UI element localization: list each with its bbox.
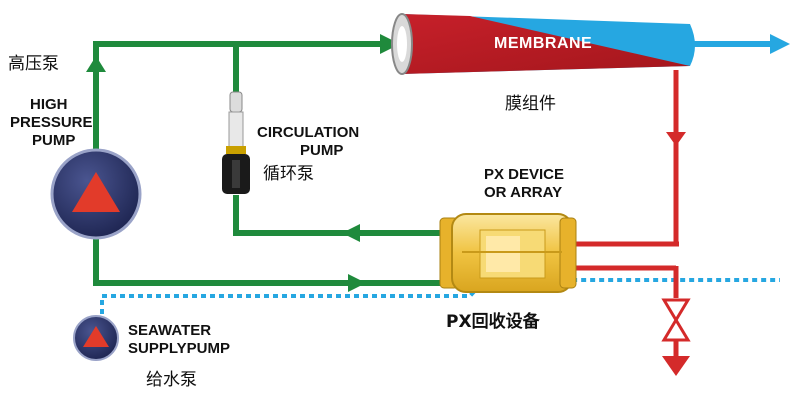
seawater-pump-label-line1: SEAWATER — [128, 322, 212, 339]
high-pressure-pump-label-line1: HIGH — [30, 96, 68, 113]
arrow-right-icon — [348, 274, 366, 292]
arrow-down-icon — [666, 132, 686, 146]
high-pressure-pump-label-cn: 高压泵 — [8, 54, 59, 74]
arrow-right-icon — [380, 34, 400, 54]
high-pressure-pump-label-line2: PRESSURE — [10, 114, 93, 131]
arrow-up-icon — [86, 56, 106, 72]
arrow-down-icon — [662, 356, 690, 376]
high-pressure-pump-label-line3: PUMP — [32, 132, 76, 149]
circulation-pump-label-line1: CIRCULATION — [257, 124, 360, 141]
membrane-label: MEMBRANE — [494, 35, 593, 52]
circulation-pump-label-cn: 循环泵 — [263, 164, 314, 184]
membrane-icon — [391, 13, 695, 75]
red-piping — [572, 70, 679, 360]
circulation-pump-label-line2: PUMP — [300, 142, 344, 159]
arrow-left-icon — [342, 224, 360, 242]
seawater-pump-label-line2: SUPPLYPUMP — [128, 340, 230, 357]
px-device-label-cn: PX回收设备 — [446, 312, 540, 332]
px-device-label-line2: OR ARRAY — [484, 184, 563, 201]
px-device-label-line1: PX DEVICE — [484, 166, 565, 183]
high-pressure-pump-icon — [50, 148, 142, 240]
seawater-supply-pump-icon — [73, 315, 119, 361]
seawater-pump-label-cn: 给水泵 — [146, 370, 197, 390]
arrow-right-icon — [770, 34, 790, 54]
px-device-icon — [439, 213, 577, 293]
valve-icon — [661, 298, 691, 342]
membrane-label-cn: 膜组件 — [505, 94, 556, 114]
circulation-pump-icon — [222, 91, 250, 194]
green-piping — [93, 41, 445, 286]
